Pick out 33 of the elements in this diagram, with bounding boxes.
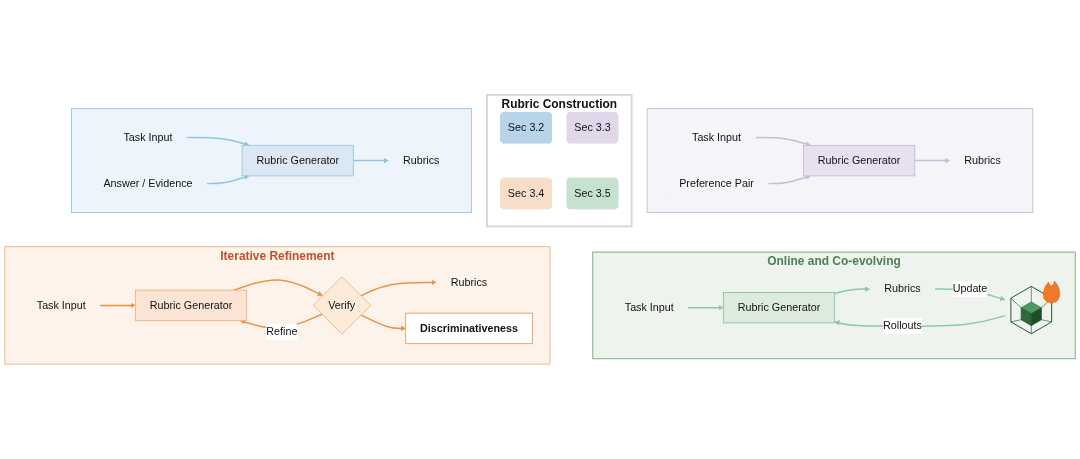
- arrow: [767, 174, 811, 185]
- edge-label: Refine: [266, 325, 298, 338]
- arrow: [687, 305, 724, 311]
- node-box: Rubric Generator: [241, 144, 354, 177]
- node-text: Answer / Evidence: [103, 177, 193, 190]
- arrow: [206, 174, 250, 185]
- node-text: Task Input: [36, 299, 86, 312]
- arrow: [754, 136, 811, 147]
- node-diamond: Verify: [312, 276, 372, 335]
- node-text: Task Input: [692, 131, 742, 144]
- edge-label: Update: [952, 282, 988, 295]
- arrow: [913, 158, 951, 164]
- arrow: [360, 279, 437, 297]
- node-text: Task Input: [624, 301, 674, 314]
- arrow: [833, 286, 871, 295]
- cluster: [646, 108, 1034, 214]
- node-text: Task Input: [123, 131, 173, 144]
- node-text: Preference Pair: [679, 177, 754, 190]
- node-box: Rubric Generator: [722, 291, 836, 324]
- edge-label: Rollouts: [883, 319, 922, 332]
- node-box: Rubric Generator: [134, 289, 248, 322]
- cluster: [71, 108, 472, 214]
- arrow: [233, 279, 323, 296]
- node-box: Rubric Generator: [803, 144, 916, 177]
- arrow: [360, 314, 406, 332]
- node-box: Discriminativeness: [405, 312, 533, 345]
- node-text: Rubrics: [884, 282, 921, 295]
- node-text: Rubrics: [964, 154, 1001, 167]
- arrow: [186, 136, 250, 147]
- node-text: Rubrics: [450, 276, 488, 289]
- arrow: [99, 302, 136, 309]
- node-text: Rubrics: [402, 154, 440, 167]
- arrow: [352, 158, 389, 164]
